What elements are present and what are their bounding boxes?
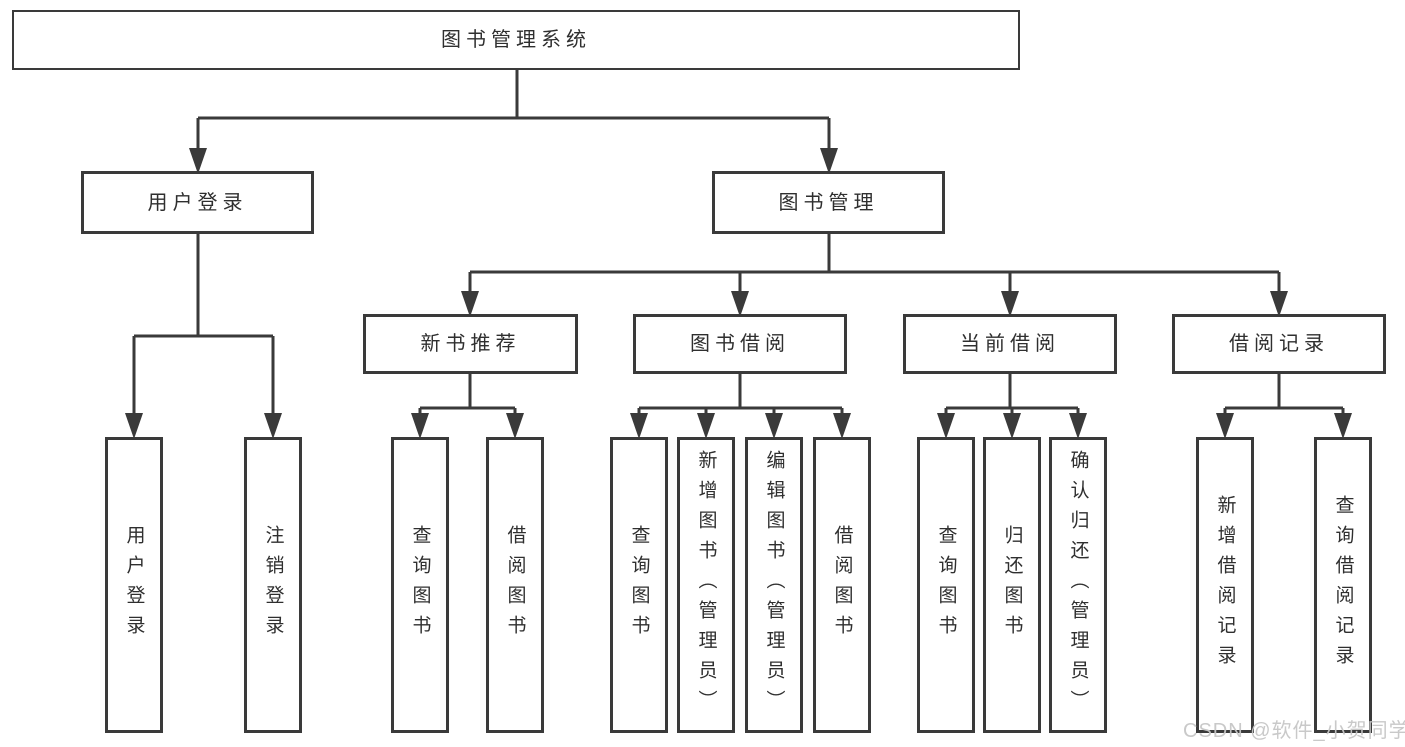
leaf-confirm-return-admin: 确认归还（管理员） — [1049, 437, 1107, 733]
leaf-add-borrow-record: 新增借阅记录 — [1196, 437, 1254, 733]
node-current-borrow: 当前借阅 — [903, 314, 1117, 374]
node-book-management: 图书管理 — [712, 171, 945, 234]
leaf-query-book-2: 查询图书 — [610, 437, 668, 733]
leaf-add-book-admin: 新增图书（管理员） — [677, 437, 735, 733]
leaf-query-borrow-record: 查询借阅记录 — [1314, 437, 1372, 733]
leaf-logout: 注销登录 — [244, 437, 302, 733]
node-new-book-recommend: 新书推荐 — [363, 314, 578, 374]
leaf-query-book-3: 查询图书 — [917, 437, 975, 733]
leaf-query-book-1: 查询图书 — [391, 437, 449, 733]
leaf-return-book: 归还图书 — [983, 437, 1041, 733]
leaf-borrow-book-2: 借阅图书 — [813, 437, 871, 733]
node-book-borrow: 图书借阅 — [633, 314, 847, 374]
node-borrow-records: 借阅记录 — [1172, 314, 1386, 374]
node-user-login: 用户登录 — [81, 171, 314, 234]
leaf-user-login: 用户登录 — [105, 437, 163, 733]
node-root-system: 图书管理系统 — [12, 10, 1020, 70]
leaf-edit-book-admin: 编辑图书（管理员） — [745, 437, 803, 733]
leaf-borrow-book-1: 借阅图书 — [486, 437, 544, 733]
